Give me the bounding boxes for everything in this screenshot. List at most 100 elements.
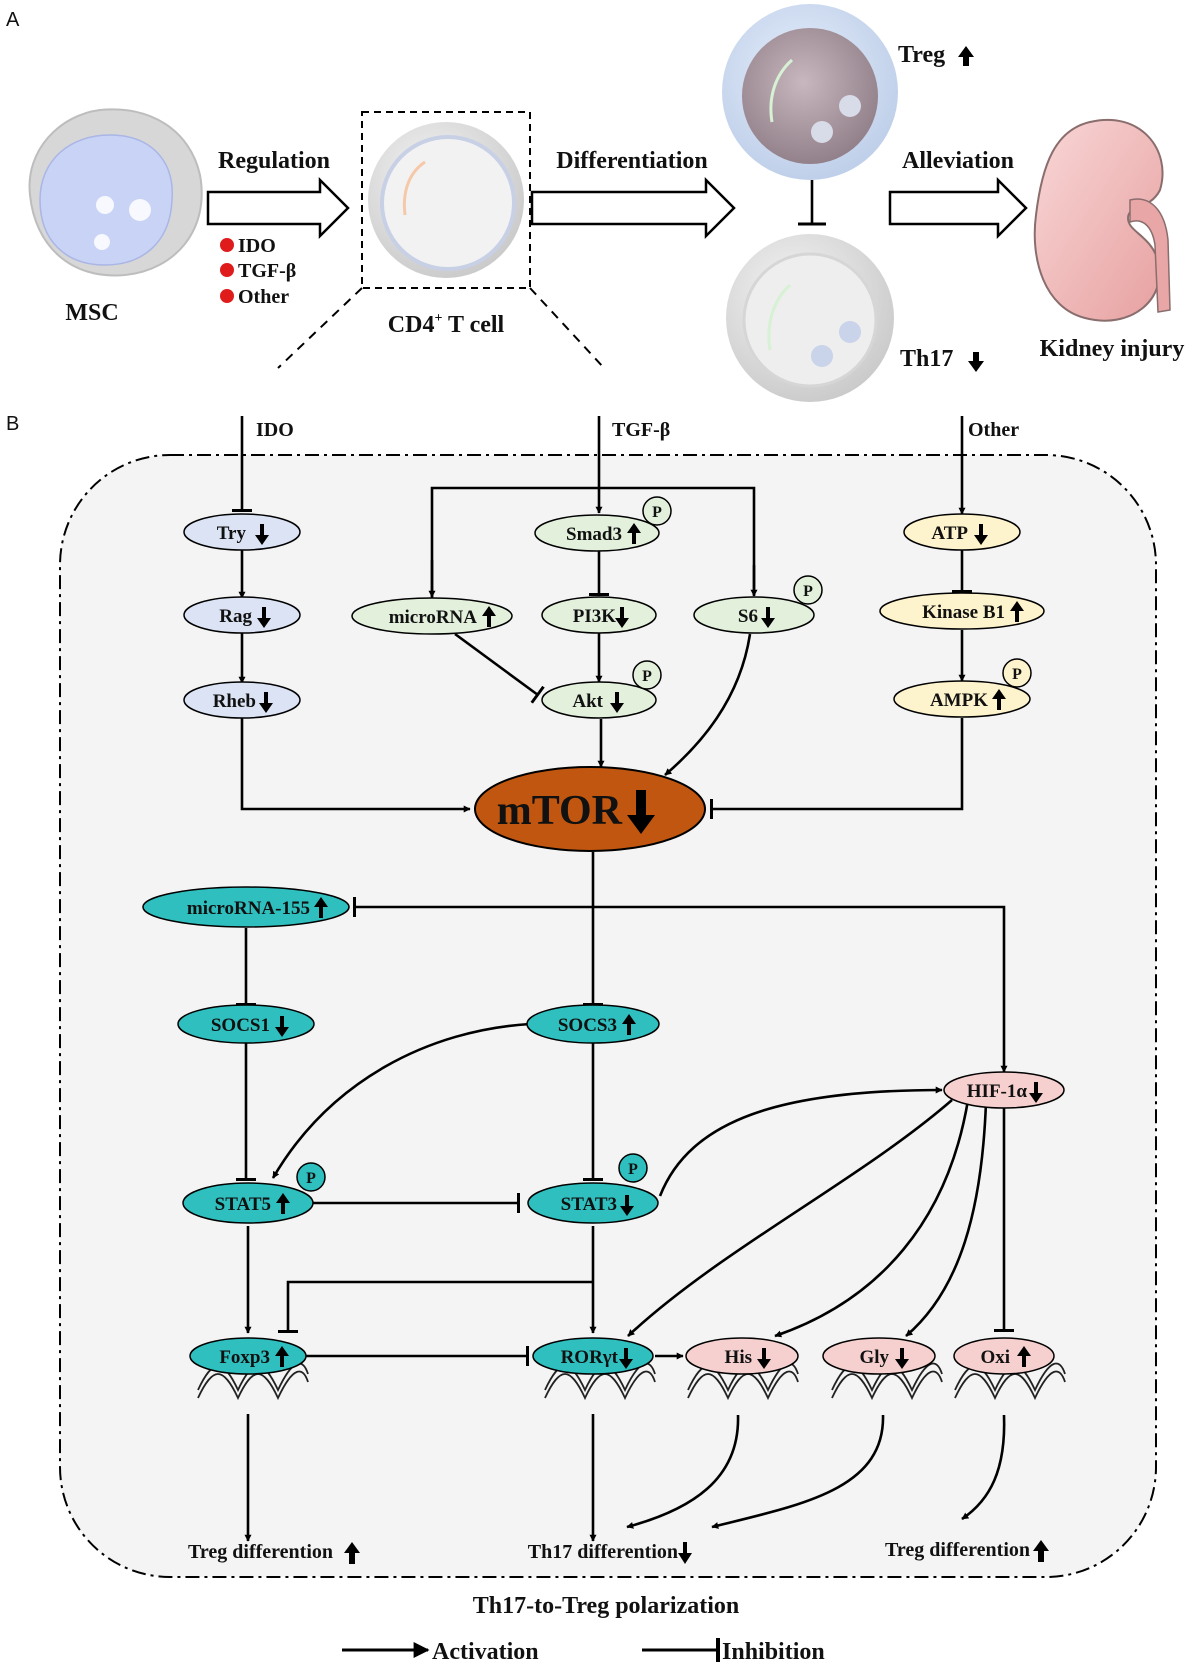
svg-text:mTOR: mTOR	[497, 788, 623, 834]
node-smad3: Smad3 P	[534, 496, 672, 552]
svg-text:P: P	[652, 504, 662, 521]
zoom-line-right	[529, 287, 605, 369]
treg-cell	[722, 4, 898, 180]
down-icon	[615, 607, 629, 628]
alleviation-label: Alleviation	[902, 148, 1014, 174]
phospho-badge	[642, 496, 672, 526]
down-icon	[620, 1195, 634, 1216]
zoom-line-left	[277, 287, 363, 369]
msc-cell	[28, 108, 203, 277]
outcome-treg-left: Treg differention	[188, 1541, 333, 1563]
th17-down-icon	[968, 352, 984, 372]
up-icon	[344, 1542, 360, 1564]
svg-text:Smad3: Smad3	[566, 524, 622, 545]
down-icon	[627, 790, 655, 834]
svg-text:ATP: ATP	[931, 523, 968, 544]
footer-title: Th17-to-Treg polarization	[473, 1593, 739, 1619]
ido-dot	[220, 238, 234, 252]
down-icon	[610, 692, 624, 713]
cd4-dashed-box	[361, 111, 531, 289]
panel-a: A MSC Regulation IDO TGF-β Other CD4+ T …	[6, 4, 1184, 402]
down-icon	[619, 1348, 633, 1369]
phospho-badge	[793, 575, 823, 605]
up-icon	[276, 1193, 290, 1214]
up-icon	[314, 897, 328, 918]
node-mtor: mTOR	[474, 766, 706, 852]
svg-text:STAT3: STAT3	[561, 1194, 617, 1215]
factor-other: Other	[238, 286, 289, 308]
up-icon	[275, 1346, 289, 1367]
up-icon	[992, 689, 1006, 710]
node-stat3: STAT3 P	[527, 1153, 659, 1224]
down-icon	[257, 607, 271, 628]
node-socs3: SOCS3	[526, 1004, 660, 1044]
svg-text:Try: Try	[217, 523, 247, 544]
node-his: His	[685, 1337, 799, 1375]
up-icon	[1033, 1540, 1049, 1562]
phospho-badge	[1002, 658, 1032, 688]
down-icon	[757, 1348, 771, 1369]
legend-inhibition: Inhibition	[722, 1639, 825, 1665]
panel-b-label: B	[6, 413, 19, 435]
phospho-badge	[632, 660, 662, 690]
treg-label: Treg	[898, 42, 945, 68]
edges	[232, 416, 1014, 1542]
input-ido: IDO	[256, 419, 294, 441]
svg-text:P: P	[642, 668, 652, 685]
phospho-badge	[296, 1162, 326, 1192]
factor-ido: IDO	[238, 235, 276, 257]
svg-text:HIF-1α: HIF-1α	[967, 1081, 1028, 1102]
svg-text:His: His	[725, 1347, 752, 1368]
svg-text:Rheb: Rheb	[213, 691, 256, 712]
node-microrna: microRNA	[351, 597, 513, 635]
down-icon	[974, 524, 988, 545]
node-foxp3: Foxp3	[189, 1337, 307, 1375]
outcome-treg-right: Treg differention	[885, 1539, 1030, 1561]
svg-text:Gly: Gly	[859, 1347, 889, 1368]
differentiation-arrow	[530, 176, 736, 240]
svg-text:microRNA: microRNA	[389, 607, 478, 628]
down-icon	[678, 1542, 692, 1564]
regulation-arrow	[206, 176, 350, 240]
cd4-label: CD4+ T cell	[388, 311, 505, 338]
regulation-label: Regulation	[218, 148, 330, 174]
outcome-th17: Th17 differention	[528, 1541, 678, 1563]
node-oxi: Oxi	[953, 1337, 1055, 1375]
node-rag: Rag	[183, 596, 301, 634]
panel-b: B IDO TGF-β Other	[6, 413, 1157, 1619]
svg-text:Oxi: Oxi	[980, 1347, 1010, 1368]
node-rorgt: RORγt	[532, 1337, 654, 1375]
node-kinase-b1: Kinase B1	[879, 592, 1045, 630]
svg-text:P: P	[306, 1170, 316, 1187]
other-dot	[220, 289, 234, 303]
svg-text:P: P	[628, 1161, 638, 1178]
node-ampk: AMPK P	[893, 658, 1032, 718]
node-rheb: Rheb	[183, 681, 301, 719]
down-icon	[1029, 1082, 1043, 1103]
down-icon	[275, 1016, 289, 1037]
up-icon	[622, 1014, 636, 1035]
node-s6: S6 P	[693, 575, 823, 634]
svg-text:RORγt: RORγt	[561, 1347, 619, 1368]
node-try: Try	[183, 513, 301, 551]
kidney-label: Kidney injury	[1040, 336, 1185, 362]
msc-label: MSC	[65, 300, 118, 326]
th17-cell	[726, 234, 894, 402]
svg-text:microRNA-155: microRNA-155	[187, 898, 310, 919]
down-icon	[895, 1348, 909, 1369]
phospho-badge	[618, 1153, 648, 1183]
legend: Activation Inhibition	[342, 1638, 825, 1665]
svg-text:SOCS1: SOCS1	[211, 1015, 270, 1036]
down-icon	[255, 524, 269, 545]
svg-text:Kinase B1: Kinase B1	[922, 602, 1005, 623]
input-other: Other	[968, 419, 1019, 441]
svg-text:Foxp3: Foxp3	[219, 1347, 270, 1368]
svg-text:PI3K: PI3K	[573, 606, 617, 627]
node-akt: Akt P	[541, 660, 662, 719]
svg-text:STAT5: STAT5	[215, 1194, 271, 1215]
node-gly: Gly	[822, 1337, 936, 1375]
up-icon	[482, 606, 496, 627]
kidney-icon	[1033, 118, 1171, 322]
node-atp: ATP	[903, 513, 1021, 551]
node-stat5: STAT5 P	[182, 1162, 326, 1224]
